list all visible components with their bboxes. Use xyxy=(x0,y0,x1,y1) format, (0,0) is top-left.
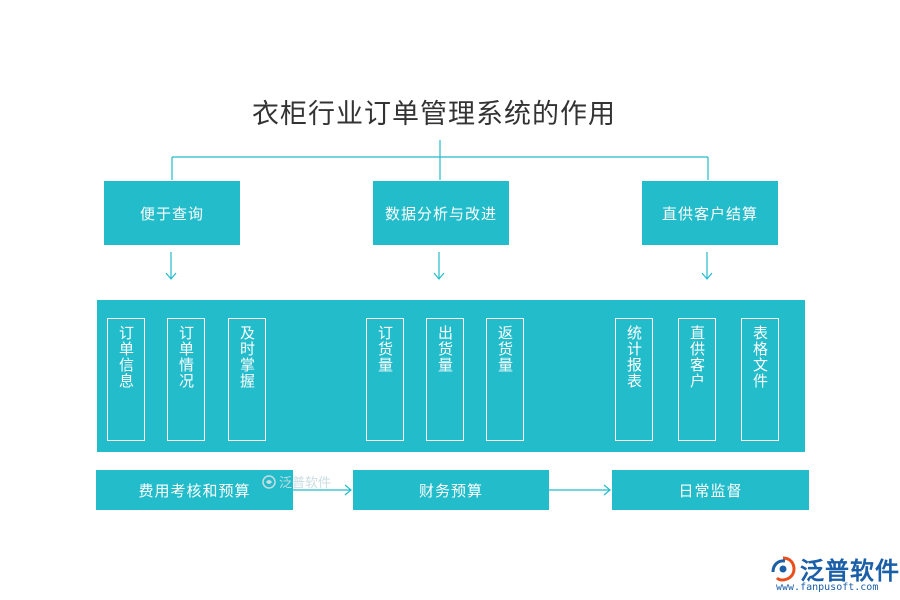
bottom-box-daily-supervision: 日常监督 xyxy=(612,470,809,510)
detail-order-status: 订单情况 xyxy=(167,318,205,441)
down-arrowhead-1 xyxy=(165,272,177,280)
bottom-box-financial-budget: 财务预算 xyxy=(353,470,549,510)
brand-url: www.fanpusoft.com xyxy=(776,582,879,593)
down-arrowhead-3 xyxy=(701,272,713,280)
watermark: 泛普软件 xyxy=(262,472,331,491)
details-panel xyxy=(97,300,805,452)
detail-order-volume: 订货量 xyxy=(366,318,404,441)
right-arrowhead-1 xyxy=(344,484,352,496)
detail-statistics-report: 统计报表 xyxy=(615,318,653,441)
top-box-analysis: 数据分析与改进 xyxy=(373,181,509,245)
detail-order-info: 订单信息 xyxy=(107,318,145,441)
right-arrowhead-2 xyxy=(603,484,611,496)
brand-logo-text: 泛普软件 xyxy=(800,557,900,585)
detail-shipment-volume: 出货量 xyxy=(426,318,464,441)
detail-return-volume: 返货量 xyxy=(486,318,524,441)
down-arrowhead-2 xyxy=(433,272,445,280)
brand-logo: 泛普软件 xyxy=(770,551,900,586)
top-box-query: 便于查询 xyxy=(104,181,240,245)
detail-table-files: 表格文件 xyxy=(741,318,779,441)
diagram-title: 衣柜行业订单管理系统的作用 xyxy=(252,99,616,130)
watermark-logo-icon xyxy=(262,474,276,489)
detail-direct-customer: 直供客户 xyxy=(678,318,716,441)
top-box-settlement: 直供客户结算 xyxy=(642,181,778,245)
brand-logo-icon xyxy=(771,556,796,582)
bottom-box-cost-budget: 费用考核和预算 xyxy=(96,470,293,510)
detail-timely-grasp: 及时掌握 xyxy=(228,318,266,441)
